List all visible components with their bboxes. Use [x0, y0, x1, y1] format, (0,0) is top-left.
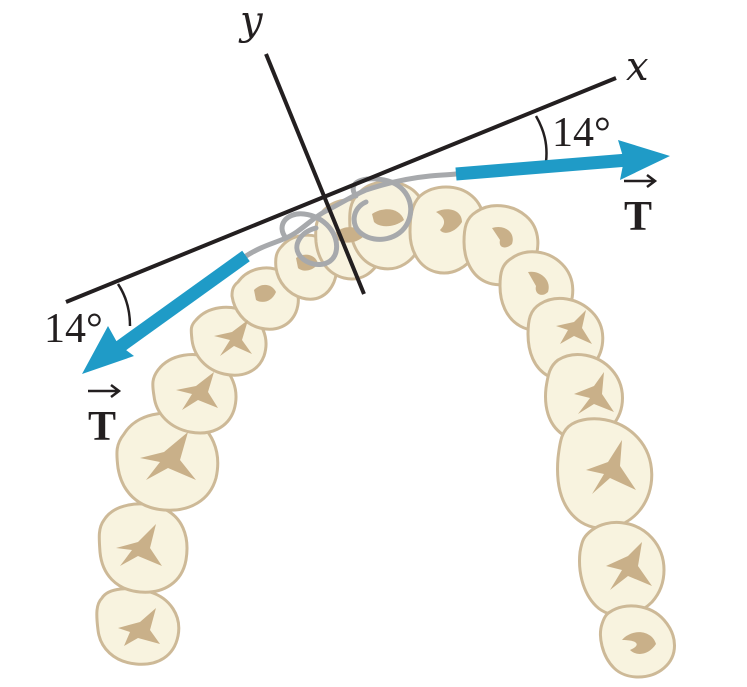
angle-arcs [116, 115, 548, 327]
tooth-mark [176, 372, 218, 410]
tooth-marks [116, 209, 656, 654]
tension-arrow-left-head [82, 326, 134, 374]
tooth-mark [254, 284, 276, 302]
tooth-mark [118, 608, 160, 646]
tension-arrow-right-head [618, 140, 670, 180]
vector-arrow-icon [624, 174, 658, 188]
tooth-mark [574, 372, 614, 414]
y-axis-label: y [238, 0, 264, 44]
y-axis-line [264, 53, 366, 295]
angle-label-left: 14° [44, 306, 103, 352]
tooth-mark [140, 432, 196, 480]
tooth-mark [622, 632, 656, 654]
angle-arc-left [116, 283, 132, 327]
tooth-mark [436, 209, 462, 233]
force-label-right: T [624, 174, 658, 240]
wire-path [243, 171, 459, 259]
tooth-mark [372, 209, 404, 227]
x-axis-line [65, 76, 617, 304]
angle-label-right: 14° [552, 110, 611, 156]
teeth-arch [95, 180, 676, 679]
angle-arc-right [534, 115, 548, 163]
force-label-right-text: T [624, 194, 652, 240]
force-label-left-text: T [88, 404, 116, 450]
tooth-mark [556, 310, 592, 344]
wire-loop-left [279, 211, 340, 267]
coordinate-axes [65, 53, 617, 304]
x-axis-label: x [626, 44, 649, 90]
tooth-mark [528, 271, 549, 295]
tension-arrow-left-shaft [114, 250, 250, 354]
tooth-mark [116, 524, 162, 566]
tooth-mark [606, 542, 652, 590]
tooth-mark [492, 226, 513, 248]
tension-arrow-right-shaft [455, 153, 629, 181]
force-label-left: T [88, 384, 122, 450]
tooth-mark [586, 440, 636, 494]
vector-arrow-icon [88, 384, 122, 398]
tension-arrows [82, 140, 670, 374]
tooth-mark [214, 320, 252, 356]
